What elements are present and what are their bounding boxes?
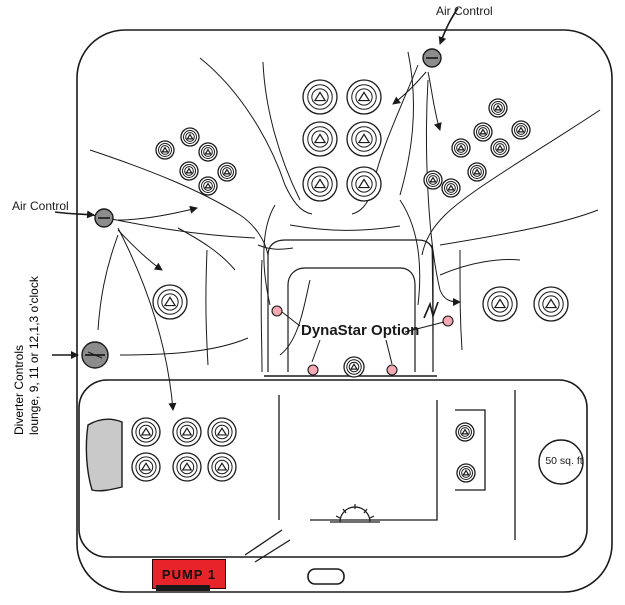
air-control-top[interactable]: [422, 48, 442, 68]
small-jet: [179, 161, 199, 181]
pump-1-label[interactable]: PUMP 1: [152, 559, 226, 589]
large-jet: [343, 356, 365, 378]
air-control-left-label: Air Control: [12, 199, 69, 213]
large-jet: [172, 417, 202, 447]
dynastar-light: [307, 364, 319, 376]
dynastar-light: [386, 364, 398, 376]
small-jet: [155, 140, 175, 160]
large-jet: [302, 121, 338, 157]
large-jet: [131, 452, 161, 482]
large-jet: [533, 286, 569, 322]
air-control-top-label: Air Control: [436, 4, 493, 18]
jets-group: [131, 79, 569, 483]
air-control-left[interactable]: [94, 208, 114, 228]
dynastar-option-label: DynaStar Option: [301, 322, 420, 339]
drain-slot: [307, 568, 345, 585]
diverter-valve[interactable]: [81, 341, 109, 369]
small-jet: [451, 138, 471, 158]
spring-icon: [423, 301, 439, 319]
large-jet: [207, 452, 237, 482]
lounge-details: [244, 390, 516, 563]
area-label: 50 sq. ft: [545, 455, 583, 467]
large-jet: [302, 79, 338, 115]
small-jet: [180, 127, 200, 147]
headrest-pillow: [85, 418, 123, 492]
small-jet: [217, 162, 237, 182]
small-jet: [467, 162, 487, 182]
small-jet: [441, 178, 461, 198]
pump-base: [156, 585, 210, 591]
small-jet: [198, 176, 218, 196]
small-jet: [198, 142, 218, 162]
dynastar-light: [271, 305, 283, 317]
large-jet: [346, 79, 382, 115]
small-jet: [423, 170, 443, 190]
small-jet: [473, 122, 493, 142]
diverter-label-line1: Diverter Controls: [12, 344, 26, 435]
small-jet: [511, 120, 531, 140]
sun-light-icon: [330, 504, 380, 523]
area-circle: [538, 439, 584, 485]
dynastar-leader-lines: [281, 311, 445, 365]
diverter-label-line2: lounge, 9, 11 or 12,1,3 o'clock: [27, 276, 41, 435]
flow-arrows: [52, 7, 461, 411]
large-jet: [482, 286, 518, 322]
large-jet: [152, 284, 188, 320]
large-jet: [207, 417, 237, 447]
small-jet: [490, 138, 510, 158]
small-jet: [456, 463, 476, 483]
dynastar-lights-group: [271, 305, 454, 376]
small-jet: [455, 422, 475, 442]
large-jet: [131, 417, 161, 447]
small-jet: [488, 98, 508, 118]
large-jet: [346, 166, 382, 202]
large-jet: [172, 452, 202, 482]
diverter-controls-label: Diverter Controls lounge, 9, 11 or 12,1,…: [7, 276, 47, 437]
large-jet: [302, 166, 338, 202]
large-jet: [346, 121, 382, 157]
dynastar-light: [442, 315, 454, 327]
